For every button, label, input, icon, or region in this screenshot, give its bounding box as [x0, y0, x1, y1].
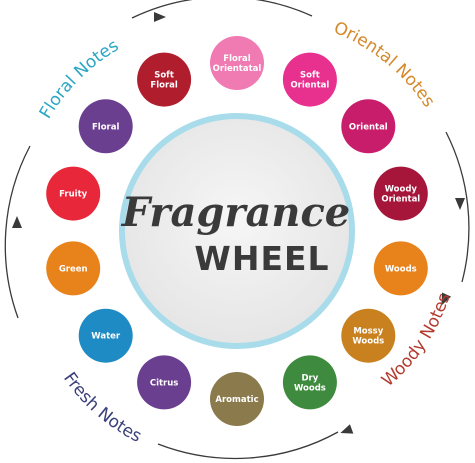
note-bubble: Water	[78, 308, 133, 363]
note-bubble-circle	[341, 308, 396, 363]
note-bubble-label: Green	[59, 264, 88, 274]
note-bubble-circle	[282, 355, 337, 410]
note-bubble-label: Oriental	[349, 122, 388, 132]
note-bubble-circle	[137, 52, 192, 107]
arrowhead-icon	[441, 292, 452, 306]
arrowhead-icon	[154, 12, 166, 22]
note-bubble-label: Floral	[223, 54, 250, 64]
outer-arc	[4, 145, 31, 319]
note-bubble-circle	[341, 99, 396, 154]
note-bubble-circle	[78, 99, 133, 154]
note-bubble-label: Fruity	[59, 190, 87, 200]
note-bubble-circle	[137, 355, 192, 410]
note-bubble-label: Soft	[154, 71, 174, 81]
outer-arc	[131, 0, 313, 19]
title-line-1: Fragrance	[121, 189, 351, 236]
note-bubble-circle	[78, 308, 133, 363]
outer-arrows	[4, 0, 470, 460]
hub-disc	[125, 119, 349, 343]
note-bubble-label: Orientatal	[213, 64, 262, 74]
note-bubble-label: Oriental	[290, 81, 329, 91]
note-bubble-label: Dry	[302, 373, 319, 383]
note-bubble-label: Soft	[300, 71, 320, 81]
note-bubble-label: Floral	[150, 81, 177, 91]
note-bubble-circle	[210, 36, 264, 90]
note-bubble: Floral	[78, 99, 133, 154]
note-bubble-circle	[282, 52, 337, 107]
note-bubbles: FloralOrientatalSoftOrientalOrientalWood…	[46, 36, 428, 426]
note-bubble-label: Woody	[385, 185, 418, 195]
title-line-2: WHEEL	[194, 239, 329, 278]
note-bubble-label: Citrus	[150, 378, 179, 388]
note-bubble-label: Mossy	[353, 327, 383, 337]
note-bubble: Green	[46, 241, 101, 296]
note-bubble-label: Woods	[385, 264, 417, 274]
note-bubble: Oriental	[341, 99, 396, 154]
note-bubble-circle	[210, 372, 264, 426]
note-bubble: Woods	[373, 241, 428, 296]
arrowhead-icon	[455, 198, 465, 210]
outer-arc	[445, 131, 470, 283]
note-bubble-circle	[46, 166, 101, 221]
outer-arc	[157, 431, 339, 460]
note-bubble: Fruity	[46, 166, 101, 221]
arrowhead-icon	[340, 424, 354, 434]
family-label: Fresh Notes	[59, 369, 145, 447]
hub: Fragrance WHEEL	[119, 113, 355, 349]
arrowhead-icon	[12, 216, 22, 228]
note-bubble-label: Floral	[92, 122, 119, 132]
note-bubble-circle	[373, 166, 428, 221]
note-bubble-label: Oriental	[381, 195, 420, 205]
note-bubble-label: Woods	[294, 383, 326, 393]
note-bubble-label: Woods	[352, 337, 384, 347]
note-bubble-circle	[373, 241, 428, 296]
note-bubble-label: Aromatic	[215, 395, 258, 405]
note-bubble-circle	[46, 241, 101, 296]
note-bubble: Aromatic	[210, 372, 264, 426]
note-bubble-label: Water	[91, 332, 121, 342]
note-bubble: Citrus	[137, 355, 192, 410]
family-label: Oriental Notes	[331, 18, 439, 111]
